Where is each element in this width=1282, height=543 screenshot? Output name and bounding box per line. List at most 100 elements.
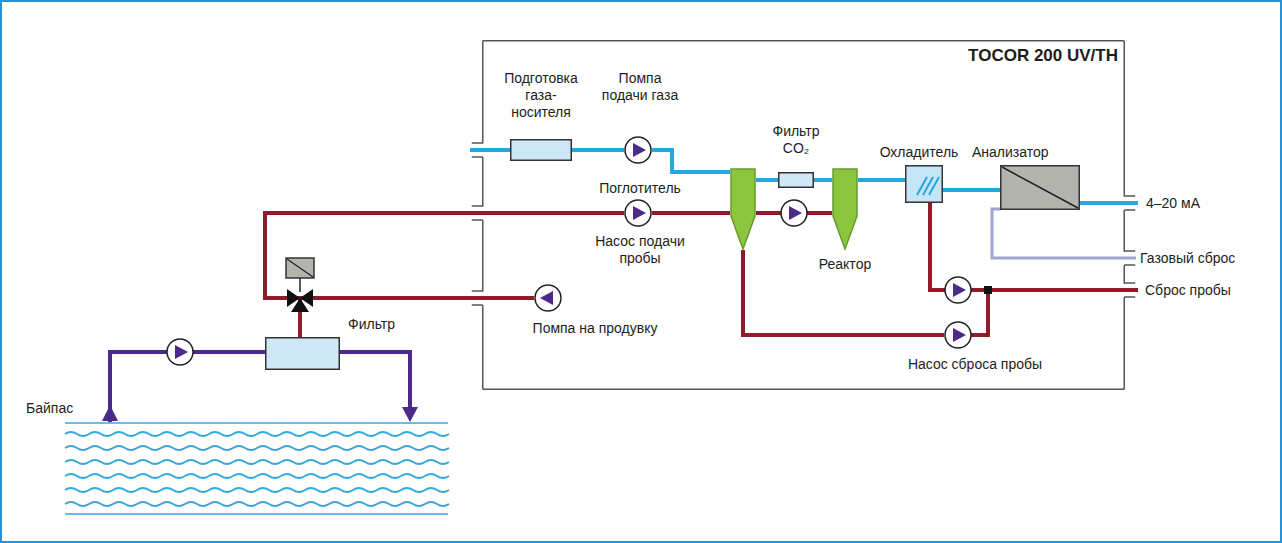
pipe-line	[943, 188, 1000, 192]
shape-outline	[482, 40, 1125, 390]
pipe-line	[652, 211, 730, 215]
shape-outline	[534, 284, 562, 312]
shape-outline	[905, 165, 943, 203]
pump-body	[625, 137, 651, 163]
pump-body	[167, 339, 193, 365]
sample-pump: Насос подачи пробы	[624, 199, 652, 227]
signal-name: 4–20 мА	[1146, 195, 1200, 212]
bypass-filter: Фильтр	[265, 337, 340, 370]
part-label: Реактор	[805, 256, 885, 273]
vessel-body	[731, 169, 755, 249]
pump-direction	[633, 206, 646, 220]
water-band: Байпас	[65, 422, 448, 515]
part-label: Помпа подачи газа	[600, 70, 680, 104]
pipe-line	[572, 148, 624, 152]
pipe-connector	[943, 190, 1000, 191]
shape-outline	[944, 321, 972, 349]
part-label: Охладитель	[869, 144, 969, 161]
cooler-box: Охладитель	[905, 165, 943, 203]
pipe-line	[743, 250, 944, 335]
three-way-valve	[286, 258, 314, 312]
pipe-connector	[743, 250, 944, 335]
shape-outline	[65, 422, 448, 515]
pipe-connector	[814, 180, 832, 181]
pipe-connector	[652, 150, 730, 172]
arrow-head	[402, 407, 418, 422]
pump-body	[535, 285, 561, 311]
valve-actuator	[286, 258, 314, 278]
part-label: Насос подачи пробы	[585, 233, 695, 267]
shape-outline	[265, 337, 340, 370]
pump-direction	[175, 345, 188, 359]
valve-port	[291, 298, 309, 312]
shape-outline	[624, 199, 652, 227]
pipe-connector	[300, 298, 534, 337]
purge-pump: Помпа на продувку	[534, 284, 562, 312]
analyzer-housing: TOCOR 200 UV/THПодготовка газа-носителяП…	[482, 40, 1125, 390]
pipe-line	[858, 178, 905, 182]
part-label: Поглотитель	[580, 180, 700, 197]
pump-body	[945, 277, 971, 303]
filter-body	[266, 338, 340, 370]
pipe-line	[300, 298, 534, 337]
housing-outline	[472, 41, 1136, 390]
pipe-line	[814, 178, 832, 182]
part-label: Подготовка газа-носителя	[498, 70, 584, 121]
port-name: Сброс пробы	[1145, 282, 1231, 299]
reactor-vessel: Реактор	[832, 168, 858, 250]
pump-body	[945, 322, 971, 348]
flow-arrow	[102, 405, 118, 421]
signal-line	[1078, 201, 1138, 205]
pipe-connector	[858, 180, 905, 181]
pump-direction	[633, 143, 646, 157]
pump-direction	[953, 328, 966, 342]
part-label: Анализатор	[972, 144, 1072, 161]
pump-symbol	[945, 277, 971, 303]
pipe-line	[756, 178, 778, 182]
analyzer-mark	[1002, 167, 1078, 208]
actuator-mark	[287, 259, 313, 277]
pipe-connector	[572, 150, 624, 151]
gas-inlet-line	[470, 148, 514, 152]
filter-body	[779, 173, 814, 188]
pipe-connector	[652, 213, 730, 214]
pump-body	[781, 200, 807, 226]
pump-direction	[953, 283, 966, 297]
shape-outline	[510, 139, 572, 161]
port-name: Газовый сброс	[1140, 250, 1235, 267]
shape-outline	[624, 136, 652, 164]
cooler-coil	[917, 177, 939, 195]
part-label: Насос сброса пробы	[890, 356, 1060, 373]
pipe-line	[340, 352, 410, 412]
junction-dot	[984, 286, 992, 294]
shape-outline	[832, 168, 858, 250]
gas-drain-line	[992, 209, 1136, 258]
shape-outline	[778, 172, 814, 188]
gas-pump: Помпа подачи газа	[624, 136, 652, 164]
co2-filter: Фильтр CO₂	[778, 172, 814, 188]
sample-drain-line	[970, 290, 988, 335]
part-label: Фильтр CO₂	[766, 123, 826, 157]
part-label: Помпа на продувку	[520, 320, 670, 337]
shape-outline	[1000, 165, 1080, 210]
pipe-connector	[340, 352, 418, 422]
vessel-body	[833, 169, 857, 249]
pipe-line	[652, 150, 730, 172]
pump-symbol	[781, 200, 807, 226]
cooler-body	[906, 166, 943, 203]
gas-conditioner: Подготовка газа-носителя	[510, 139, 572, 161]
pump-symbol	[167, 339, 193, 365]
absorber-vessel: Поглотитель	[730, 168, 756, 250]
pump-body	[625, 200, 651, 226]
filter-body	[511, 140, 572, 161]
drain-pump: Насос сброса пробы	[944, 321, 972, 349]
pump-direction	[540, 291, 553, 305]
valve-stem	[299, 278, 301, 292]
water-edge	[65, 423, 448, 514]
pipe-connector	[756, 180, 778, 181]
pump-direction	[789, 206, 802, 220]
part-label: Фильтр	[348, 316, 428, 333]
analyzer-body	[1001, 166, 1080, 210]
